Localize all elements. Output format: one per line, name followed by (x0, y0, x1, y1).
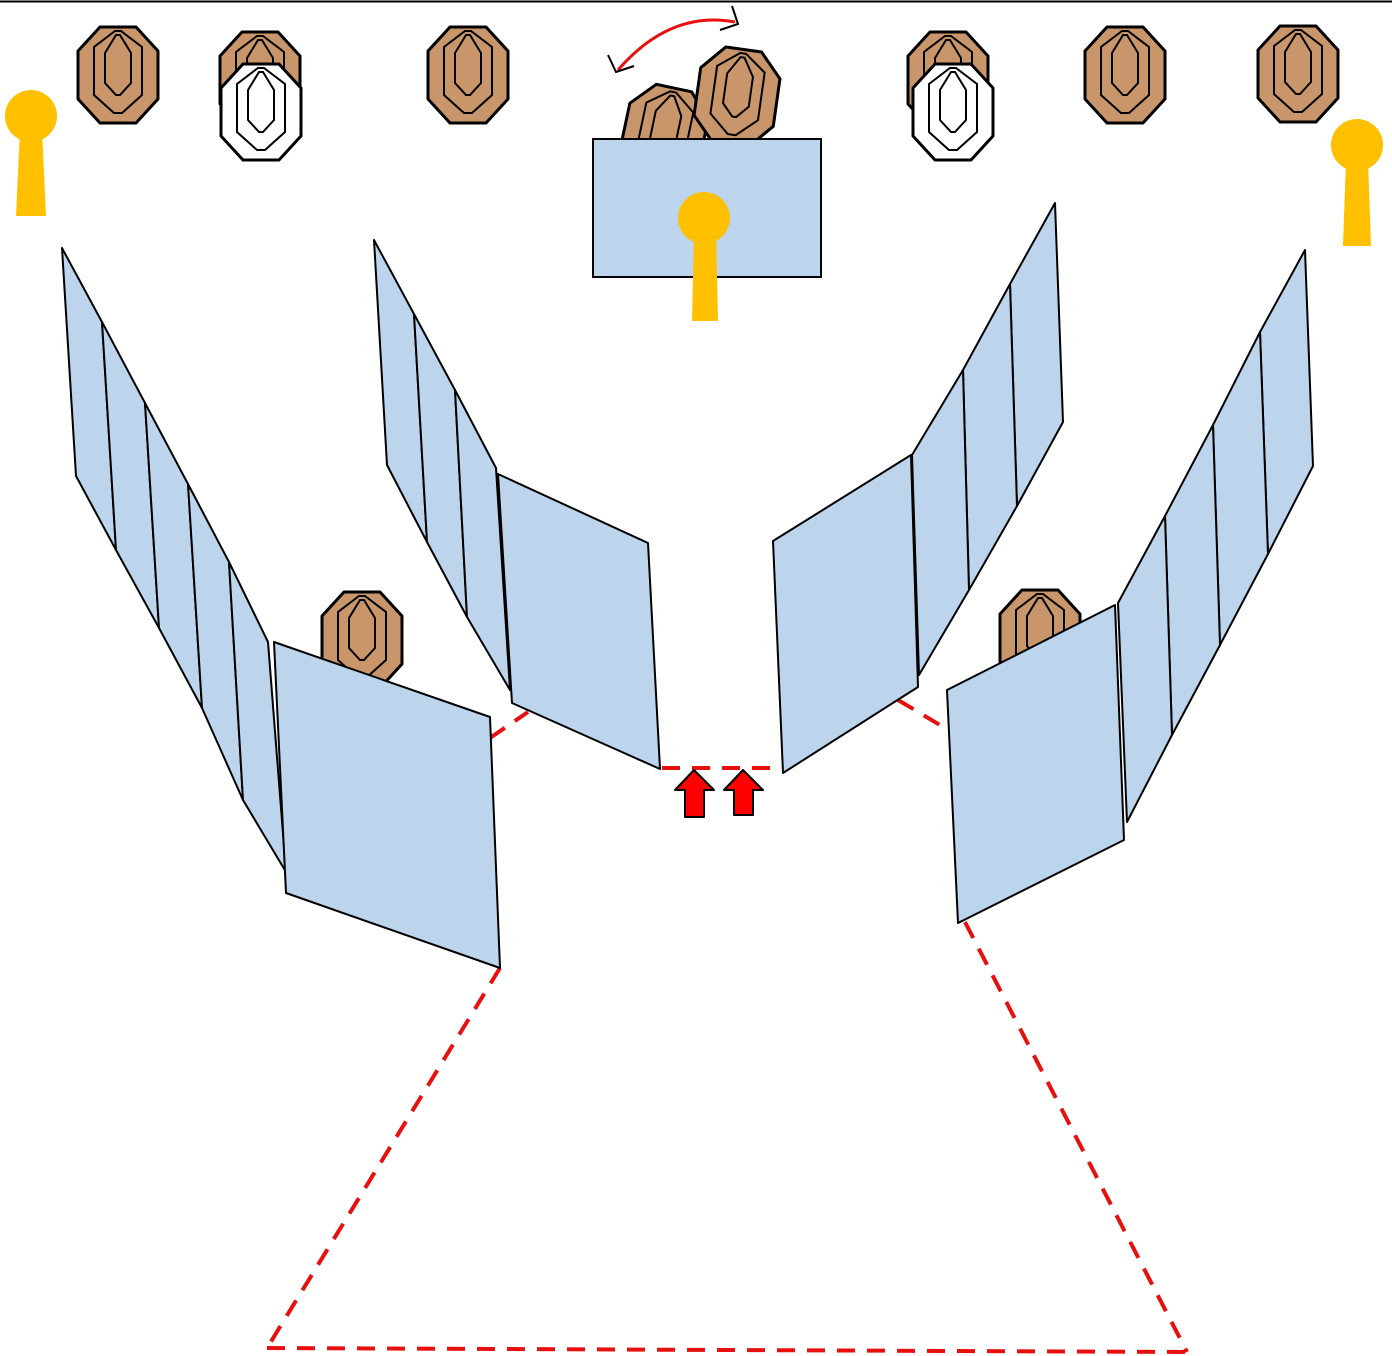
start-arrow-icon (674, 769, 715, 818)
walls (61, 202, 1314, 969)
start-arrows (674, 769, 764, 818)
steel-poppers (5, 90, 1383, 321)
fault-line-gap-right (896, 698, 947, 730)
swing-arrowhead-right (719, 5, 740, 31)
swing-motion-arrow-icon (616, 18, 736, 71)
fault-line-right (963, 921, 1189, 1353)
swinging-targets (607, 5, 785, 192)
wall-inner-right (772, 202, 1064, 774)
paper-target-icon (426, 25, 510, 125)
wall-far-left (61, 247, 501, 969)
start-arrow-icon (723, 769, 764, 816)
steel-popper-icon (678, 192, 730, 321)
no-shoot-target-icon (911, 62, 995, 162)
steel-popper-icon (5, 90, 57, 216)
fault-lines (265, 698, 1189, 1354)
wall-inner-left (373, 239, 661, 770)
paper-target-icon (1256, 24, 1340, 124)
fault-line-bottom (266, 1346, 1188, 1354)
fault-line-left (265, 966, 502, 1350)
steel-popper-icon (1331, 119, 1383, 246)
paper-target-icon (1083, 25, 1167, 125)
swing-arrowhead-left (607, 54, 635, 74)
fault-line-gap-left (488, 710, 530, 740)
no-shoot-target-icon (219, 62, 303, 162)
paper-target-icon (76, 25, 160, 125)
wall-far-right (946, 249, 1314, 924)
